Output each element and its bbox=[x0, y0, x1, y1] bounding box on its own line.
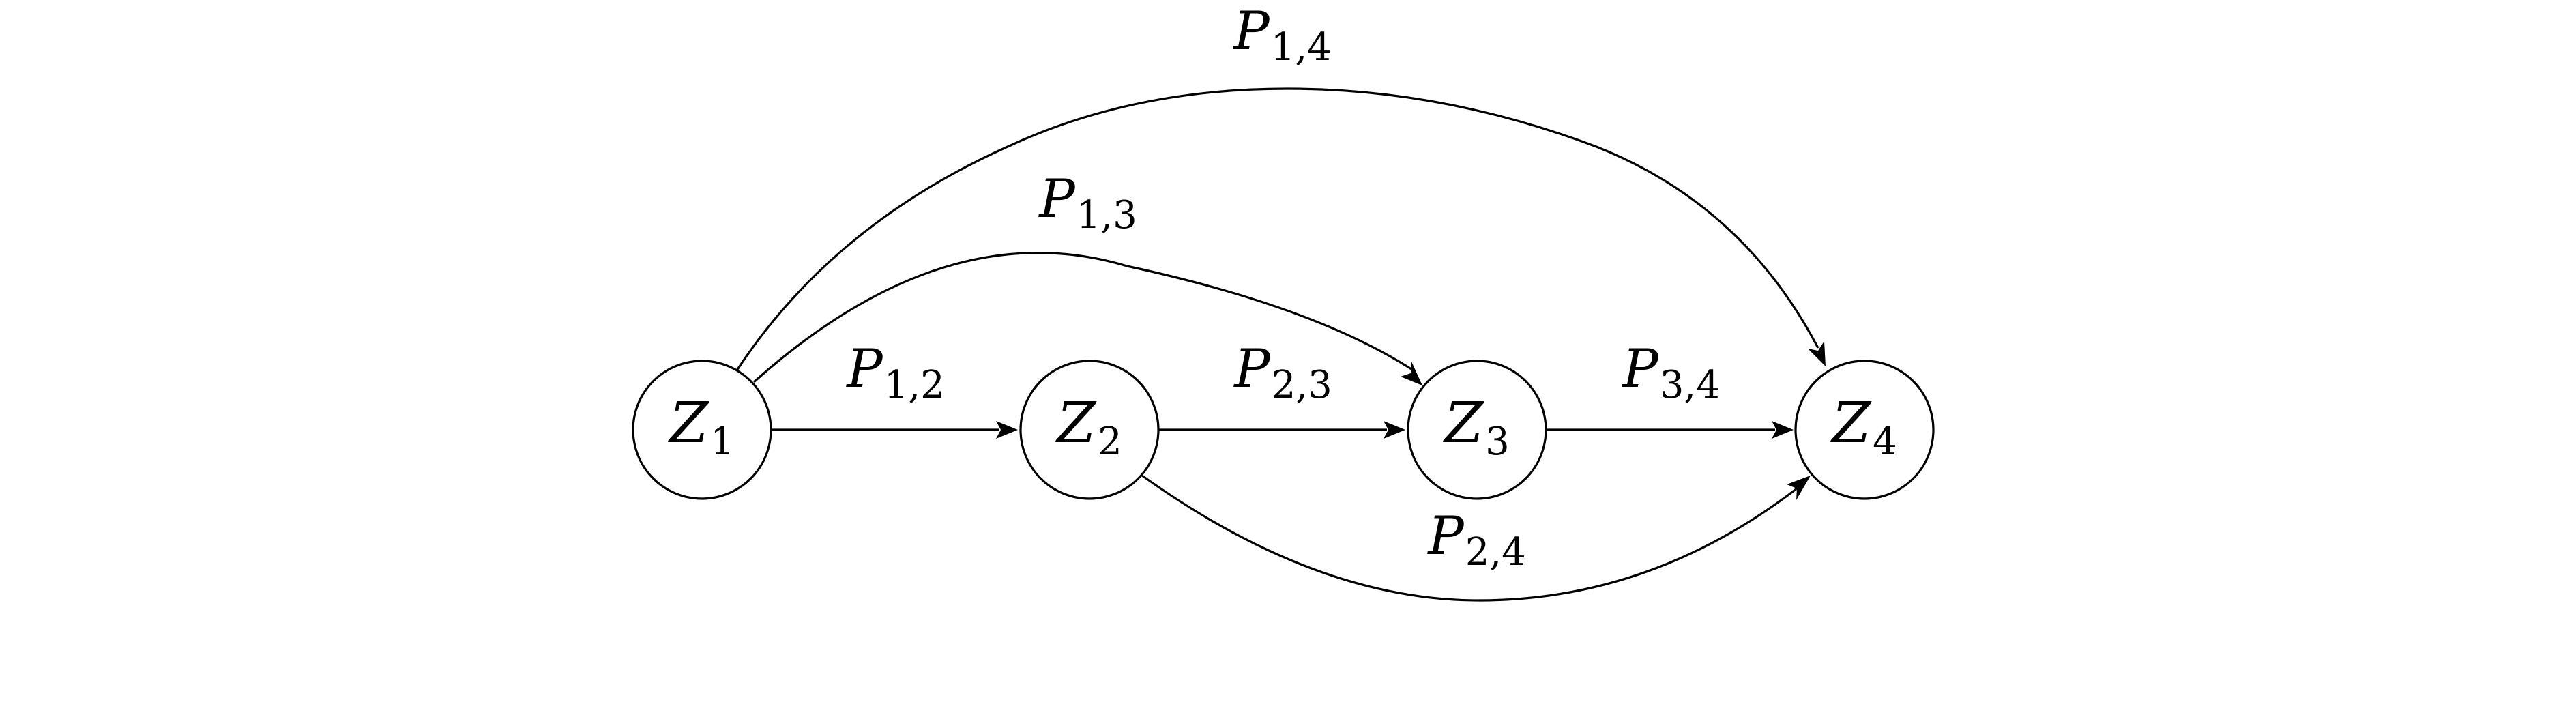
node-z3-circle bbox=[1407, 360, 1547, 500]
edge-p13-arrowhead bbox=[1401, 362, 1422, 385]
edge-p24-arrowhead bbox=[1787, 476, 1811, 500]
node-z3: Z3 bbox=[1407, 360, 1547, 500]
edge-p13-line bbox=[752, 252, 1416, 383]
edge-p34-label: P3,4 bbox=[1621, 338, 1721, 407]
node-z4-label: Z4 bbox=[1830, 391, 1897, 464]
edge-p24-line bbox=[1141, 474, 1798, 602]
edge-p12-arrowhead bbox=[996, 421, 1018, 439]
edge-p14-label: P1,4 bbox=[1232, 1, 1332, 70]
node-z1: Z1 bbox=[632, 360, 772, 500]
edge-p13-label: P1,3 bbox=[1038, 169, 1137, 237]
edge-p12-label: P1,2 bbox=[845, 338, 945, 407]
edge-p14-line bbox=[735, 87, 1819, 371]
node-z4: Z4 bbox=[1794, 360, 1935, 500]
node-z2-label: Z2 bbox=[1055, 391, 1122, 464]
edges bbox=[735, 87, 1826, 602]
nodes: Z1 Z2 Z3 Z4 bbox=[632, 360, 1935, 500]
edge-p14-arrowhead bbox=[1808, 341, 1826, 366]
edge-p24-label: P2,4 bbox=[1426, 506, 1526, 574]
node-z1-label: Z1 bbox=[667, 391, 735, 464]
node-z2: Z2 bbox=[1019, 360, 1160, 500]
node-z2-circle bbox=[1019, 360, 1160, 500]
node-z1-circle bbox=[632, 360, 772, 500]
node-z3-label: Z3 bbox=[1442, 391, 1510, 464]
edge-p34-arrowhead bbox=[1772, 421, 1794, 439]
edge-p23-label: P2,3 bbox=[1233, 338, 1332, 407]
node-z4-circle bbox=[1794, 360, 1935, 500]
edge-p23-arrowhead bbox=[1384, 421, 1405, 439]
edge-labels: P1,2 P2,3 P3,4 P1,3 P2,4 P1,4 bbox=[845, 1, 1721, 574]
